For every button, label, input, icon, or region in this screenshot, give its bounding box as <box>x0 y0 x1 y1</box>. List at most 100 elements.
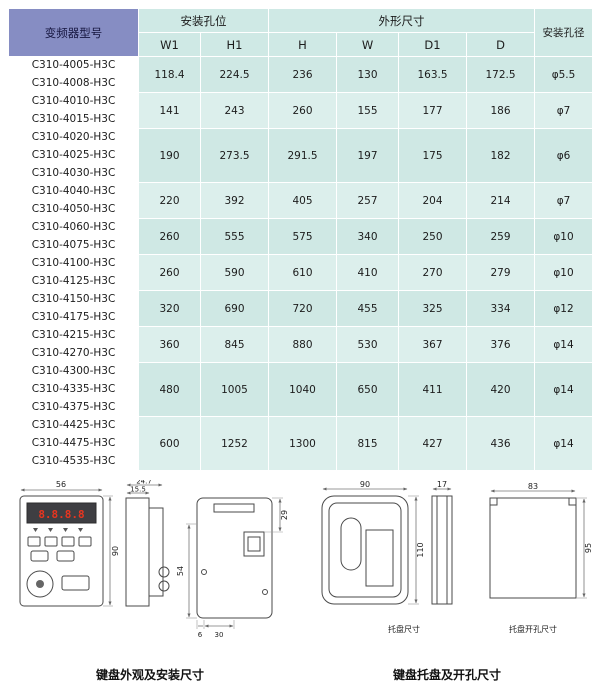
dimension-cell: 340 <box>336 218 399 255</box>
dimension-cell: 845 <box>200 326 269 363</box>
table-row: C310-4175-H3C <box>8 308 593 327</box>
dim-rear-bottom2: 30 <box>215 631 224 639</box>
dimension-cell: 410 <box>336 254 399 291</box>
dimension-cell: 291.5 <box>268 128 337 183</box>
dimension-cell: 182 <box>466 128 535 183</box>
keypad-small-button <box>78 536 92 547</box>
dim-side-depth-total: 24.7 <box>136 480 152 486</box>
dimension-cell: 1252 <box>200 416 269 471</box>
header-row-1: 变频器型号 安装孔位 外形尺寸 安装孔径 <box>8 8 593 57</box>
dimension-cell: 163.5 <box>398 56 467 93</box>
dimension-cell: 590 <box>200 254 269 291</box>
model-cell: C310-4025-H3C <box>8 146 139 165</box>
cutout-corner-notch <box>568 497 577 506</box>
cutout-corner-notch <box>489 497 498 506</box>
dimension-cell: 650 <box>336 362 399 417</box>
dimension-cell: 555 <box>200 218 269 255</box>
dimension-cell: 880 <box>268 326 337 363</box>
dimension-cell: 273.5 <box>200 128 269 183</box>
keypad-side-view <box>125 483 170 607</box>
dimension-cell: 530 <box>336 326 399 363</box>
dimension-cell: 172.5 <box>466 56 535 93</box>
screw-hole <box>262 589 268 595</box>
column-header-h: H <box>268 32 337 57</box>
table-row: C310-4535-H3C <box>8 452 593 471</box>
dimension-cell: 360 <box>138 326 201 363</box>
dimension-cell: 334 <box>466 290 535 327</box>
dimension-cell: 141 <box>138 92 201 129</box>
dimension-cell: 224.5 <box>200 56 269 93</box>
tray-cutout-view <box>489 489 587 599</box>
dim-tray-height: 110 <box>416 542 425 557</box>
dimension-cell: 257 <box>336 182 399 219</box>
keypad-small-button <box>61 536 75 547</box>
dimension-cell: 1005 <box>200 362 269 417</box>
dimension-cell: 376 <box>466 326 535 363</box>
hole-diameter-cell: φ7 <box>534 92 593 129</box>
column-header-h1: H1 <box>200 32 269 57</box>
tray-side-view <box>431 487 453 605</box>
keypad-small-button <box>44 536 58 547</box>
dimension-cell: 190 <box>138 128 201 183</box>
model-cell: C310-4050-H3C <box>8 200 139 219</box>
model-cell: C310-4375-H3C <box>8 398 139 417</box>
dimension-cell: 197 <box>336 128 399 183</box>
hole-diameter-cell: φ7 <box>534 182 593 219</box>
table-row: C310-4475-H3C <box>8 434 593 453</box>
stop-button <box>61 575 90 591</box>
dim-tray-width: 90 <box>360 480 370 489</box>
model-cell: C310-4425-H3C <box>8 416 139 435</box>
table-row: C310-4025-H3C <box>8 146 593 165</box>
dimension-cell: 175 <box>398 128 467 183</box>
dimension-cell: 815 <box>336 416 399 471</box>
dimension-cell: 610 <box>268 254 337 291</box>
seven-segment-display <box>26 502 97 524</box>
rj45-connector <box>243 531 265 557</box>
tray-front-view <box>321 487 419 605</box>
knob-side-profile <box>158 580 170 592</box>
model-cell: C310-4015-H3C <box>8 110 139 129</box>
dimension-cell: 320 <box>138 290 201 327</box>
dimension-cell: 325 <box>398 290 467 327</box>
tray-slot <box>340 517 362 571</box>
dimension-cell: 220 <box>138 182 201 219</box>
dimension-cell: 436 <box>466 416 535 471</box>
column-header-w: W <box>336 32 399 57</box>
dimension-cell: 250 <box>398 218 467 255</box>
keypad-mid-button <box>56 550 75 562</box>
model-cell: C310-4150-H3C <box>8 290 139 309</box>
table-row: C310-4030-H3C <box>8 164 593 183</box>
dimension-cell: 427 <box>398 416 467 471</box>
table-row: C310-4125-H3C <box>8 272 593 291</box>
dimension-cell: 480 <box>138 362 201 417</box>
model-cell: C310-4335-H3C <box>8 380 139 399</box>
potentiometer-knob <box>26 570 54 598</box>
model-cell: C310-4300-H3C <box>8 362 139 381</box>
dimension-cell: 260 <box>138 218 201 255</box>
dimension-cell: 1040 <box>268 362 337 417</box>
hole-diameter-cell: φ14 <box>534 326 593 363</box>
dimension-cell: 130 <box>336 56 399 93</box>
keypad-mid-button <box>30 550 49 562</box>
dimension-cell: 204 <box>398 182 467 219</box>
keypad-small-button <box>27 536 41 547</box>
hole-diameter-cell: φ10 <box>534 254 593 291</box>
model-cell: C310-4175-H3C <box>8 308 139 327</box>
header-row-2: W1 H1 H W D1 D <box>9 32 593 57</box>
dimension-cell: 118.4 <box>138 56 201 93</box>
dimension-cell: 214 <box>466 182 535 219</box>
mounting-holes-header: 安装孔位 <box>138 8 269 33</box>
indicator-arrows-icon <box>33 528 83 532</box>
model-cell: C310-4535-H3C <box>8 452 139 471</box>
dimension-cell: 270 <box>398 254 467 291</box>
keypad-front-view <box>19 488 113 607</box>
dim-cutout-width: 83 <box>528 482 538 491</box>
hole-diameter-cell: φ10 <box>534 218 593 255</box>
dimension-cell: 1300 <box>268 416 337 471</box>
